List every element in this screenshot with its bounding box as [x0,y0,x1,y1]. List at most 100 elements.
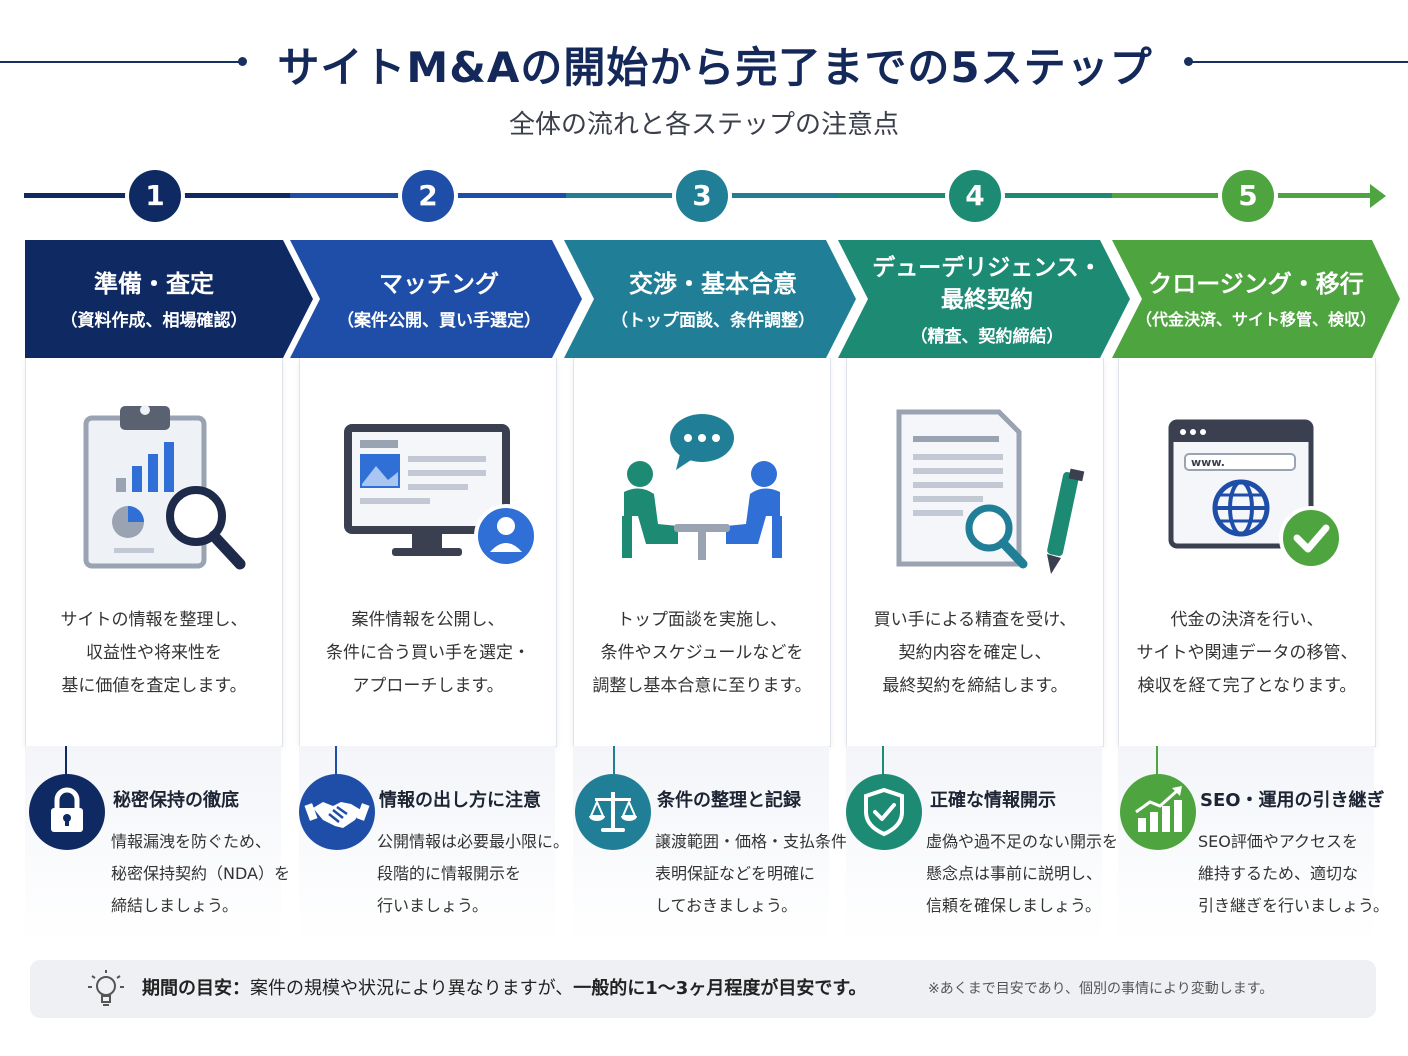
duration-colon: ： [232,978,250,999]
duration-note: 期間の目安：案件の規模や状況により異なりますが、一般的に1〜3ヶ月程度が目安です… [30,960,1376,1018]
url-text: www. [1191,456,1225,469]
step-desc-line: 基に価値を査定します。 [61,676,247,696]
monitor-user-icon [344,424,538,568]
banner-chevron-1 [25,240,313,358]
step-number-4: 4 [949,170,1001,222]
step-subtitle-5: （代金決済、サイト移管、検収） [1136,310,1377,329]
tip-body-line: 虚偽や過不足のない開示を。 [926,832,1135,851]
step-desc-line: 買い手による精査を受け、 [873,610,1077,630]
step-number-1: 1 [129,170,181,222]
step-desc-line: 条件やスケジュールなどを [600,643,804,663]
banner-chevron-2 [290,240,582,358]
banner-chevron-4 [838,240,1130,358]
step-desc-line: サイトや関連データの移管、 [1136,643,1358,663]
tip-body-line: 行いましょう。 [377,896,489,915]
tip-title-4: 正確な情報開示 [930,790,1056,811]
step-banner-4: デューデリジェンス・ 最終契約 （精査、契約締結） [838,240,1138,358]
banner-chevron-5 [1112,240,1400,358]
title-dot-left [238,57,247,66]
step-number-5: 5 [1222,170,1274,222]
lock-icon [29,774,105,850]
step-title-2: マッチング [379,269,499,298]
step-subtitle-1: （資料作成、相場確認） [60,310,248,331]
title-rule-right [1186,61,1408,63]
step-title-1: 準備・査定 [94,269,214,298]
step-title-3: 交渉・基本合意 [629,269,797,298]
step-subtitle-3: （トップ面談、条件調整） [611,310,815,331]
step-desc-line: 収益性や将来性を [86,643,222,663]
document-pen-magnifier-icon [896,409,1085,574]
tip-connector [65,746,67,776]
tip-body-line: 情報漏洩を防ぐため、 [111,832,272,851]
tip-title-3: 条件の整理と記録 [657,790,801,811]
step-card-4: 買い手による精査を受け、 契約内容を確定し、 最終契約を締結します。 [846,358,1104,747]
timeline-arrow-icon [1370,184,1386,208]
meeting-people-icon [622,414,782,560]
step-title-4: デューデリジェンス・ 最終契約 [872,254,1102,313]
step-desc-line: サイトの情報を整理し、 [60,610,248,630]
shield-check-icon [846,774,922,850]
step-tip-4: 正確な情報開示 虚偽や過不足のない開示を。 懸念点は事前に説明し、 信頼を確保し… [846,746,1134,942]
duration-desc: 案件の規模や状況により異なりますが、 [250,978,574,999]
step-subtitle-2: （案件公開、買い手選定） [337,310,541,331]
step-tip-1: 秘密保持の徹底 情報漏洩を防ぐため、 秘密保持契約（NDA）を 締結しましょう。 [25,746,290,942]
step-title-5: クロージング・移行 [1148,270,1364,298]
duration-footnote: ※あくまで目安であり、個別の事情により変動します。 [928,981,1274,997]
tip-body-line: 秘密保持契約（NDA）を [111,864,290,883]
step-banner-1: 準備・査定 （資料作成、相場確認） [25,240,315,358]
tip-body-line: 譲渡範囲・価格・支払条件・ [655,832,864,851]
step-desc-line: 契約内容を確定し、 [898,643,1052,663]
handshake-icon [299,774,375,850]
tip-body-line: 段階的に情報開示を [377,864,522,883]
tip-body-1: 情報漏洩を防ぐため、 秘密保持契約（NDA）を 締結しましょう。 [111,826,290,922]
tip-connector [335,746,337,776]
step-card-2: 案件情報を公開し、 条件に合う買い手を選定・ アプローチします。 [299,358,557,747]
step-desc-line: 条件に合う買い手を選定・ [326,643,530,663]
duration-text: 期間の目安：案件の規模や状況により異なりますが、一般的に1〜3ヶ月程度が目安です… [142,960,867,1018]
tip-body-line: 信頼を確保しましょう。 [926,896,1102,915]
step-desc-line: 案件情報を公開し、 [351,610,505,630]
step-desc-5: 代金の決済を行い、 サイトや関連データの移管、 検収を経て完了となります。 [1119,604,1375,703]
title-rule-left [0,61,242,63]
step-tip-3: 条件の整理と記録 譲渡範囲・価格・支払条件・ 表明保証などを明確に しておきまし… [573,746,863,942]
tip-body-line: 懸念点は事前に説明し、 [926,864,1103,883]
step-number-2: 2 [402,170,454,222]
tip-body-3: 譲渡範囲・価格・支払条件・ 表明保証などを明確に しておきましょう。 [655,826,863,922]
step-desc-1: サイトの情報を整理し、 収益性や将来性を 基に価値を査定します。 [26,604,282,703]
tip-body-4: 虚偽や過不足のない開示を。 懸念点は事前に説明し、 信頼を確保しましょう。 [926,826,1134,922]
step-desc-line: トップ面談を実施し、 [617,610,787,630]
tip-body-line: SEO評価やアクセスを [1198,832,1359,851]
banner-chevron-3 [564,240,856,358]
tip-body-line: しておきましょう。 [655,896,798,915]
tip-title-1: 秘密保持の徹底 [113,790,239,811]
clipboard-chart-magnifier-icon [83,405,246,570]
tip-connector [613,746,615,776]
step-desc-2: 案件情報を公開し、 条件に合う買い手を選定・ アプローチします。 [300,604,556,703]
step-banner-5: クロージング・移行 （代金決済、サイト移管、検収） [1112,240,1402,358]
step-subtitle-4: （精査、契約締結） [910,326,1064,347]
duration-label: 期間の目安 [142,978,232,999]
tip-body-line: 公開情報は必要最小限に。 [377,832,570,851]
tip-body-line: 維持するため、適切な [1198,864,1359,883]
step-banner-2: マッチング （案件公開、買い手選定） [290,240,590,358]
page-subtitle: 全体の流れと各ステップの注意点 [508,110,899,140]
title-area: サイトM&Aの開始から完了までの5ステップ [0,30,1408,94]
step-number-3: 3 [676,170,728,222]
step-tip-2: 情報の出し方に注意 公開情報は必要最小限に。 段階的に情報開示を 行いましょう。 [299,746,569,942]
duration-emphasis: 一般的に1〜3ヶ月程度が目安です。 [573,978,867,999]
scale-icon [575,774,651,850]
step-desc-line: 調整し基本合意に至ります。 [592,676,812,696]
browser-globe-check-icon: www. [1168,419,1343,570]
page-title: サイトM&Aの開始から完了までの5ステップ [277,43,1153,92]
step-desc-line: アプローチします。 [352,676,504,696]
step-desc-4: 買い手による精査を受け、 契約内容を確定し、 最終契約を締結します。 [847,604,1103,703]
step-card-1: サイトの情報を整理し、 収益性や将来性を 基に価値を査定します。 [25,358,283,747]
timeline: 1 2 3 4 5 [0,170,1408,222]
step-desc-3: トップ面談を実施し、 条件やスケジュールなどを 調整し基本合意に至ります。 [574,604,830,703]
tip-title-2: 情報の出し方に注意 [379,790,541,811]
step-banner-3: 交渉・基本合意 （トップ面談、条件調整） [564,240,864,358]
tip-body-line: 引き継ぎを行いましょう。 [1198,896,1390,915]
tip-body-5: SEO評価やアクセスを 維持するため、適切な 引き継ぎを行いましょう。 [1198,826,1389,922]
step-desc-line: 代金の決済を行い、 [1170,610,1324,630]
step-desc-line: 検収を経て完了となります。 [1137,676,1357,696]
